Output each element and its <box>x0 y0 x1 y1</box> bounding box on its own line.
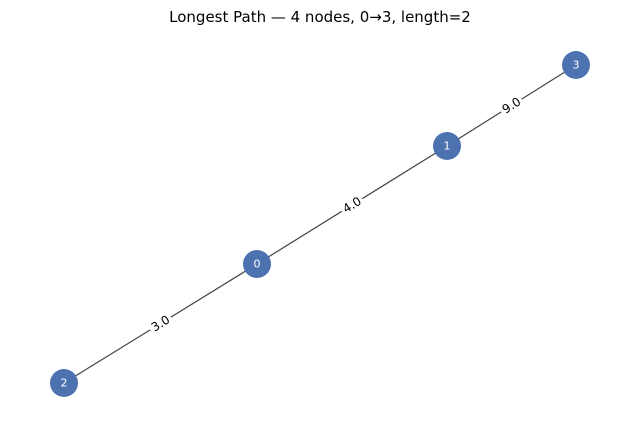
edge-label-background <box>146 310 175 337</box>
node-circle <box>433 132 461 160</box>
node-circle <box>50 369 78 397</box>
node-2: 2 <box>50 369 78 397</box>
edge-label-2-0: 3.0 <box>146 310 175 337</box>
node-circle <box>562 51 590 79</box>
edge-label-background <box>497 92 526 119</box>
edge-label-0-1: 4.0 <box>337 191 367 219</box>
node-label: 0 <box>254 258 261 271</box>
graph-title: Longest Path — 4 nodes, 0→3, length=2 <box>169 8 471 26</box>
node-0: 0 <box>243 250 271 278</box>
node-1: 1 <box>433 132 461 160</box>
node-label: 1 <box>444 140 451 153</box>
edge-label-background <box>337 191 367 219</box>
node-label: 3 <box>573 59 580 72</box>
node-circle <box>243 250 271 278</box>
node-label: 2 <box>61 377 68 390</box>
edge-label-1-3: 9.0 <box>497 92 526 119</box>
node-3: 3 <box>562 51 590 79</box>
